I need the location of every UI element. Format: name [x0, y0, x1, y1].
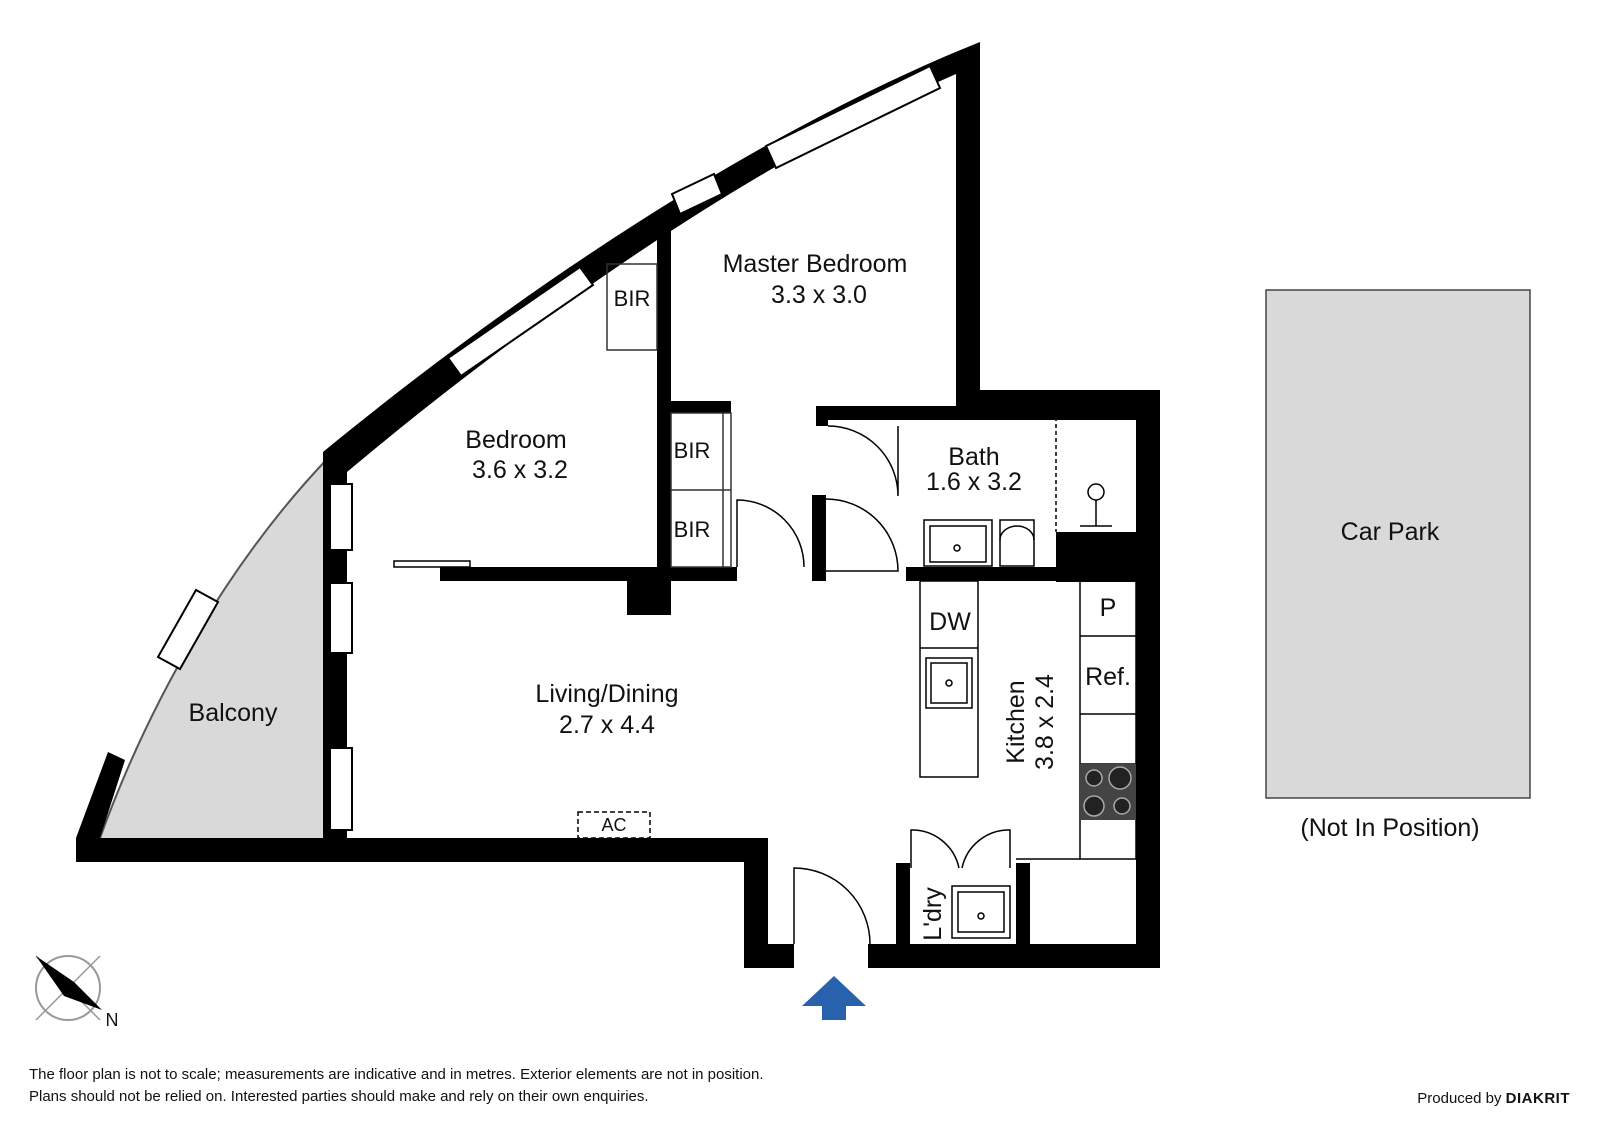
- master-bedroom-name: Master Bedroom: [723, 250, 908, 278]
- bir-master-label: BIR: [614, 286, 651, 311]
- laundry-name: L'dry: [919, 887, 947, 941]
- cooktop-icon: [1080, 764, 1136, 820]
- bath-name: Bath: [948, 443, 999, 471]
- dw-label: DW: [929, 608, 971, 636]
- disclaimer: The floor plan is not to scale; measurem…: [29, 1064, 764, 1108]
- producer-brand: DIAKRIT: [1505, 1090, 1570, 1107]
- producer-prefix: Produced by: [1417, 1090, 1502, 1107]
- bir-2-label: BIR: [674, 517, 711, 542]
- doors: [393, 425, 1011, 945]
- disclaimer-line-1: The floor plan is not to scale; measurem…: [29, 1066, 764, 1083]
- car-park-area: [1265, 289, 1531, 799]
- entry-arrow-icon: [802, 976, 866, 1020]
- kitchen-size: 3.8 x 2.4: [1031, 674, 1059, 770]
- car-park-note: (Not In Position): [1300, 814, 1479, 842]
- bath-size: 1.6 x 3.2: [926, 468, 1022, 496]
- bedroom-name: Bedroom: [465, 426, 566, 454]
- producer-credit: Produced by DIAKRIT: [1417, 1090, 1570, 1107]
- bir-1-label: BIR: [674, 438, 711, 463]
- disclaimer-line-2: Plans should not be relied on. Intereste…: [29, 1088, 649, 1105]
- pantry-label: P: [1100, 594, 1117, 622]
- balcony-wall: [76, 752, 125, 838]
- master-bedroom-size: 3.3 x 3.0: [771, 281, 867, 309]
- car-park-name: Car Park: [1341, 518, 1440, 546]
- windows: [156, 64, 942, 831]
- bir-bedroom-box: [606, 263, 658, 351]
- living-name: Living/Dining: [535, 680, 678, 708]
- living-size: 2.7 x 4.4: [559, 711, 655, 739]
- compass-north-label: N: [106, 1010, 119, 1030]
- fridge-label: Ref.: [1085, 663, 1131, 691]
- ac-unit: [577, 811, 651, 839]
- balcony-name: Balcony: [189, 699, 278, 727]
- kitchen-name: Kitchen: [1002, 680, 1030, 763]
- interior-walls: [440, 223, 1136, 968]
- balcony-area: [100, 456, 330, 838]
- bedroom-size: 3.6 x 3.2: [472, 456, 568, 484]
- ac-label: AC: [601, 815, 626, 835]
- compass-icon: [35, 955, 102, 1021]
- bath-fixtures: [923, 410, 1112, 567]
